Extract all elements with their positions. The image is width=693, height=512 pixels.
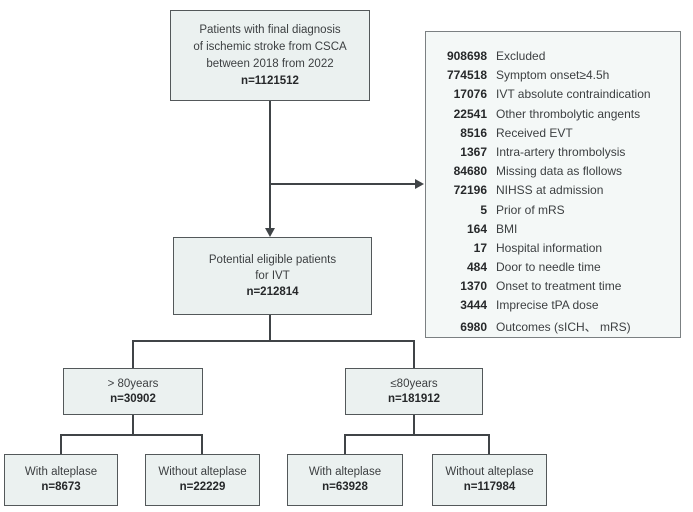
connector-to-over80-with [60,434,62,454]
exclusion-label: Door to needle time [496,260,601,275]
connector-to-under80 [413,340,415,368]
exclusion-label: Prior of mRS [496,202,565,217]
node-text-line: for IVT [255,270,290,282]
exclusion-count: 84680 [453,164,487,179]
node-text-line: of ischemic stroke from CSCA [193,40,347,53]
connector-to-exclusion [270,183,416,185]
node-count: n=30902 [110,392,156,405]
exclusion-label: Outcomes (sICH、 mRS) [496,319,631,334]
exclusion-row: 1370 Onset to treatment time [435,279,672,298]
node-count: n=1121512 [241,74,299,87]
exclusion-row: 908698 Excluded [435,49,672,68]
exclusion-count: 6980 [460,319,487,334]
node-text-line: > 80years [107,377,159,390]
exclusion-row: 22541 Other thrombolytic angents [435,107,672,126]
connector-under80-tee [344,434,490,436]
exclusion-count: 3444 [460,298,487,313]
connector-under80-down [413,415,415,436]
exclusion-count: 164 [466,221,487,236]
connector-to-under80-without [488,434,490,454]
exclusion-row: 84680 Missing data as flollows [435,164,672,183]
exclusion-row: 6980 Outcomes (sICH、 mRS) [435,318,672,337]
node-initial-cohort: Patients with final diagnosis of ischemi… [170,10,370,101]
node-over80-without-alteplase: Without alteplase n=22229 [145,454,260,506]
exclusion-count: 484 [466,260,487,275]
node-text-line: Patients with final diagnosis [199,23,341,36]
connector-over80-down [132,415,134,436]
exclusion-label: Received EVT [496,125,573,140]
exclusion-row: 72196 NIHSS at admission [435,183,672,202]
exclusion-label: Imprecise tPA dose [496,298,599,313]
exclusion-label: BMI [496,221,518,236]
exclusion-count: 8516 [460,125,487,140]
exclusion-label: IVT absolute contraindication [496,87,651,102]
down-arrowhead [265,228,275,237]
exclusion-row: 5 Prior of mRS [435,203,672,222]
node-text-line: ≤80years [390,377,438,390]
exclusion-count: 22541 [453,106,487,121]
node-text-line: Potential eligible patients [208,254,337,266]
exclusion-label: Onset to treatment time [496,279,622,294]
exclusion-count: 5 [480,202,487,217]
node-count: n=212814 [246,286,299,298]
exclusion-row: 8516 Received EVT [435,126,672,145]
exclusion-count: 72196 [453,183,487,198]
node-age-over-80: > 80years n=30902 [63,368,203,415]
exclusion-row: 164 BMI [435,222,672,241]
node-count: n=22229 [179,481,226,493]
exclusion-count: 908698 [446,49,487,63]
node-text-line: Without alteplase [445,466,534,478]
node-over80-with-alteplase: With alteplase n=8673 [4,454,118,506]
node-text-line: With alteplase [24,466,98,478]
exclusion-label: Intra-artery thrombolysis [496,144,626,159]
exclusion-count: 1370 [460,279,487,294]
node-count: n=181912 [387,392,441,405]
exclusion-row: 1367 Intra-artery thrombolysis [435,145,672,164]
node-count: n=117984 [463,481,516,493]
exclusion-label: Symptom onset≥4.5h [496,68,610,83]
node-count: n=63928 [322,481,368,493]
node-age-under-80: ≤80years n=181912 [345,368,483,415]
connector-age-tee [132,340,415,342]
exclusion-count: 17 [473,240,487,255]
connector-top-to-eligible [269,101,271,229]
exclusion-row: 484 Door to needle time [435,260,672,279]
node-under80-with-alteplase: With alteplase n=63928 [287,454,403,506]
node-text-line: between 2018 from 2022 [206,57,334,70]
exclusion-label: Other thrombolytic angents [496,106,641,121]
connector-to-over80 [132,340,134,368]
connector-over80-tee [60,434,203,436]
exclusion-label: NIHSS at admission [496,183,604,198]
node-under80-without-alteplase: Without alteplase n=117984 [432,454,547,506]
exclusion-count: 17076 [453,87,487,102]
exclusion-row: 774518 Symptom onset≥4.5h [435,68,672,87]
exclusion-label: Hospital information [496,240,603,255]
exclusion-label: Excluded [496,49,546,63]
exclusion-row: 17076 IVT absolute contraindication [435,87,672,106]
exclusion-row: 3444 Imprecise tPA dose [435,298,672,317]
connector-eligible-down [269,315,271,342]
connector-to-under80-with [344,434,346,454]
node-count: n=8673 [41,481,81,493]
node-text-line: Without alteplase [158,466,247,478]
connector-to-over80-without [201,434,203,454]
node-text-line: With alteplase [308,466,382,478]
node-eligible-ivt: Potential eligible patients for IVT n=21… [173,237,372,315]
exclusion-count: 1367 [460,144,487,159]
exclusion-row: 17 Hospital information [435,241,672,260]
right-arrowhead [415,179,424,189]
exclusion-label: Missing data as flollows [496,164,623,179]
exclusion-count: 774518 [446,68,487,83]
